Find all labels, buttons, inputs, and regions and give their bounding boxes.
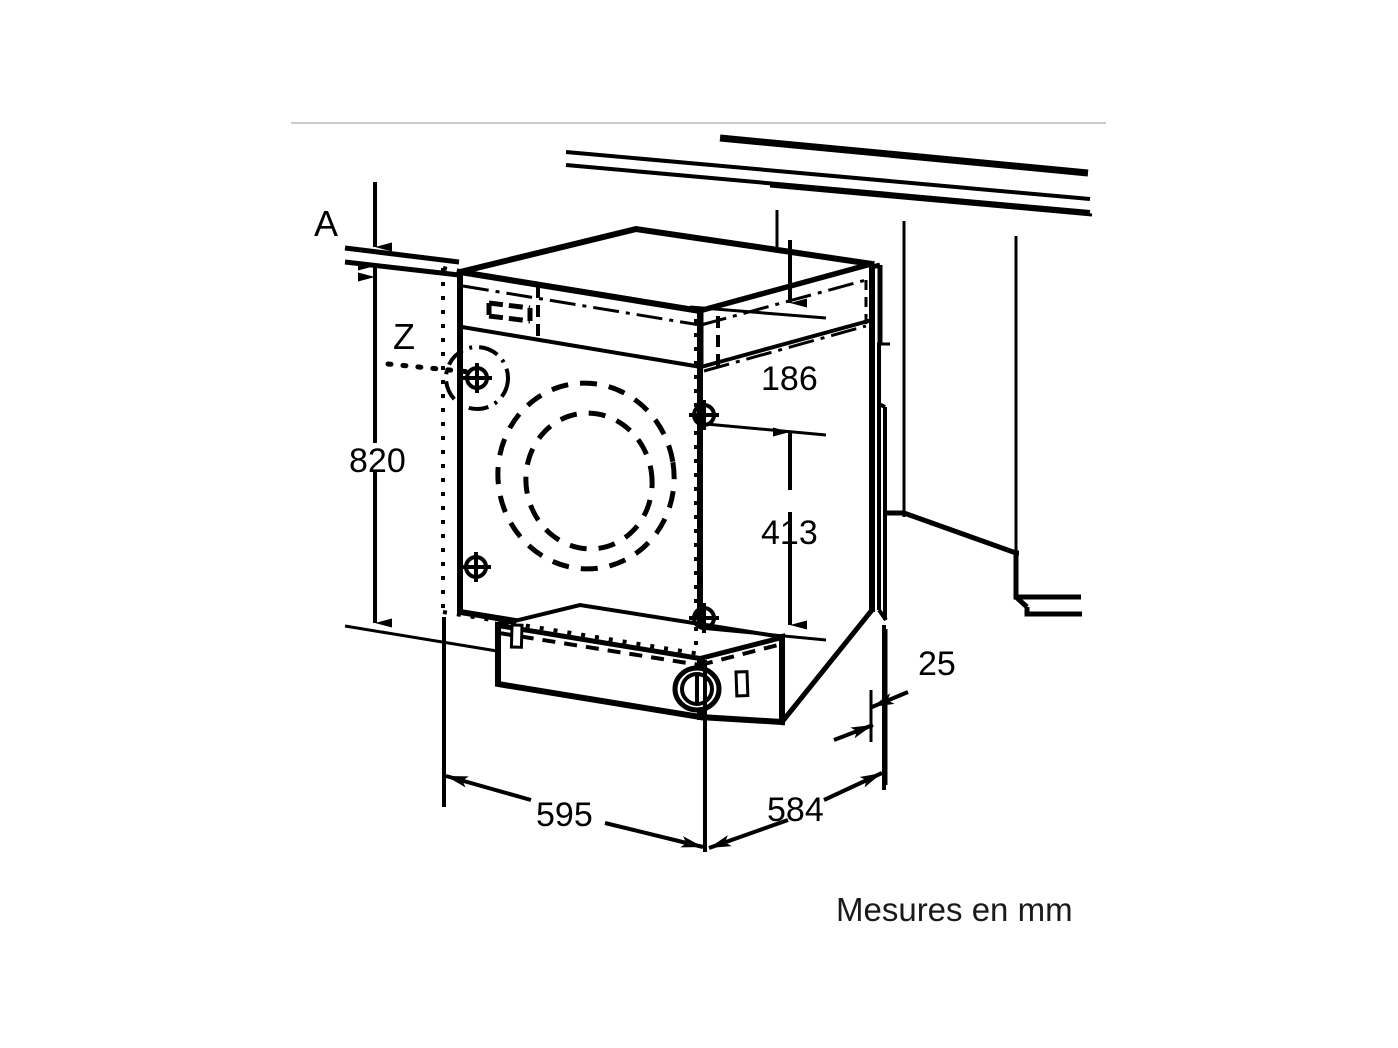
dimension-584-group: 584 bbox=[708, 625, 886, 850]
dimension-820-extension-bottom bbox=[344, 624, 498, 653]
plinth-vent-slot-right bbox=[734, 670, 750, 698]
plinth-vent-slot-left bbox=[509, 623, 524, 649]
dimension-413-group: 413 bbox=[699, 422, 827, 642]
dimension-413-extension-bottom bbox=[699, 626, 827, 642]
cabinet-side-rail-foot bbox=[877, 608, 888, 622]
cabinet-side-rail-inner bbox=[878, 402, 887, 620]
panel-display-top bbox=[488, 300, 531, 311]
niche-bottom-edge bbox=[442, 610, 701, 656]
base-plinth-hidden-edge-side bbox=[699, 643, 779, 667]
door-outer-circle bbox=[495, 380, 677, 572]
worktop-front-edge-top bbox=[719, 134, 1089, 177]
detail-callout-z-group: Z bbox=[385, 316, 473, 375]
base-plinth-hidden-edge bbox=[498, 631, 701, 667]
niche-top-edge bbox=[442, 266, 462, 274]
dimension-25-arrow-inner bbox=[871, 690, 909, 709]
fixing-point-bottom-left bbox=[461, 552, 491, 582]
fixing-point-top-left bbox=[444, 345, 510, 411]
dimension-413-label: 413 bbox=[761, 514, 818, 552]
dimension-595-group: 595 bbox=[442, 617, 707, 852]
dimension-186-group: 186 bbox=[689, 240, 827, 398]
control-panel-lower-edge-side bbox=[700, 318, 873, 369]
cabinet-plinth-step-lower bbox=[1024, 607, 1082, 617]
detail-callout-z-leader bbox=[385, 361, 473, 375]
dimension-595-label: 595 bbox=[536, 796, 593, 834]
dimension-820-group: 820 bbox=[344, 272, 498, 653]
dimension-595-arrow-left bbox=[445, 774, 532, 802]
dimension-25-arrow-outer bbox=[833, 723, 874, 742]
gap-line-lower bbox=[344, 259, 460, 278]
appliance-front-face bbox=[457, 268, 703, 655]
control-panel-lower-edge-front bbox=[461, 325, 702, 369]
worktop-line-upper bbox=[565, 150, 1091, 201]
control-panel-dashdot-top bbox=[462, 284, 701, 327]
dimension-584-arrow-left bbox=[708, 818, 789, 850]
worktop-line-lower bbox=[565, 163, 1091, 214]
dimension-186-extension-line bbox=[689, 305, 827, 320]
worktop-underside-line bbox=[769, 184, 1093, 217]
cabinet-plinth-step-connector bbox=[1014, 595, 1029, 609]
control-panel-dashdot-side-bottom bbox=[703, 324, 867, 373]
niche-outline-dotted bbox=[441, 266, 701, 656]
dimension-413-extension-top bbox=[705, 422, 827, 437]
dimension-25-label: 25 bbox=[918, 645, 956, 683]
dimension-186-label: 186 bbox=[761, 360, 818, 398]
kitchen-cabinet-surround bbox=[565, 134, 1093, 622]
detail-callout-z-label: Z bbox=[393, 316, 415, 357]
fixing-point-callout-circle bbox=[444, 345, 510, 411]
dimension-820-label: 820 bbox=[349, 442, 406, 480]
gap-line-upper bbox=[344, 245, 460, 265]
dimension-584-arrow-right bbox=[823, 771, 883, 802]
fixing-point-top-right bbox=[689, 400, 719, 430]
dimension-595-arrow-right bbox=[604, 821, 704, 849]
panel-display-bottom bbox=[488, 313, 531, 324]
control-panel-dashdot-side-top bbox=[700, 278, 867, 327]
measurement-unit-caption: Mesures en mm bbox=[836, 891, 1073, 928]
dimension-a-group: A bbox=[314, 182, 460, 300]
washing-machine-body bbox=[444, 225, 875, 726]
dimension-584-label: 584 bbox=[767, 791, 824, 829]
dimension-a-label: A bbox=[314, 203, 338, 244]
door-inner-circle bbox=[523, 410, 655, 552]
